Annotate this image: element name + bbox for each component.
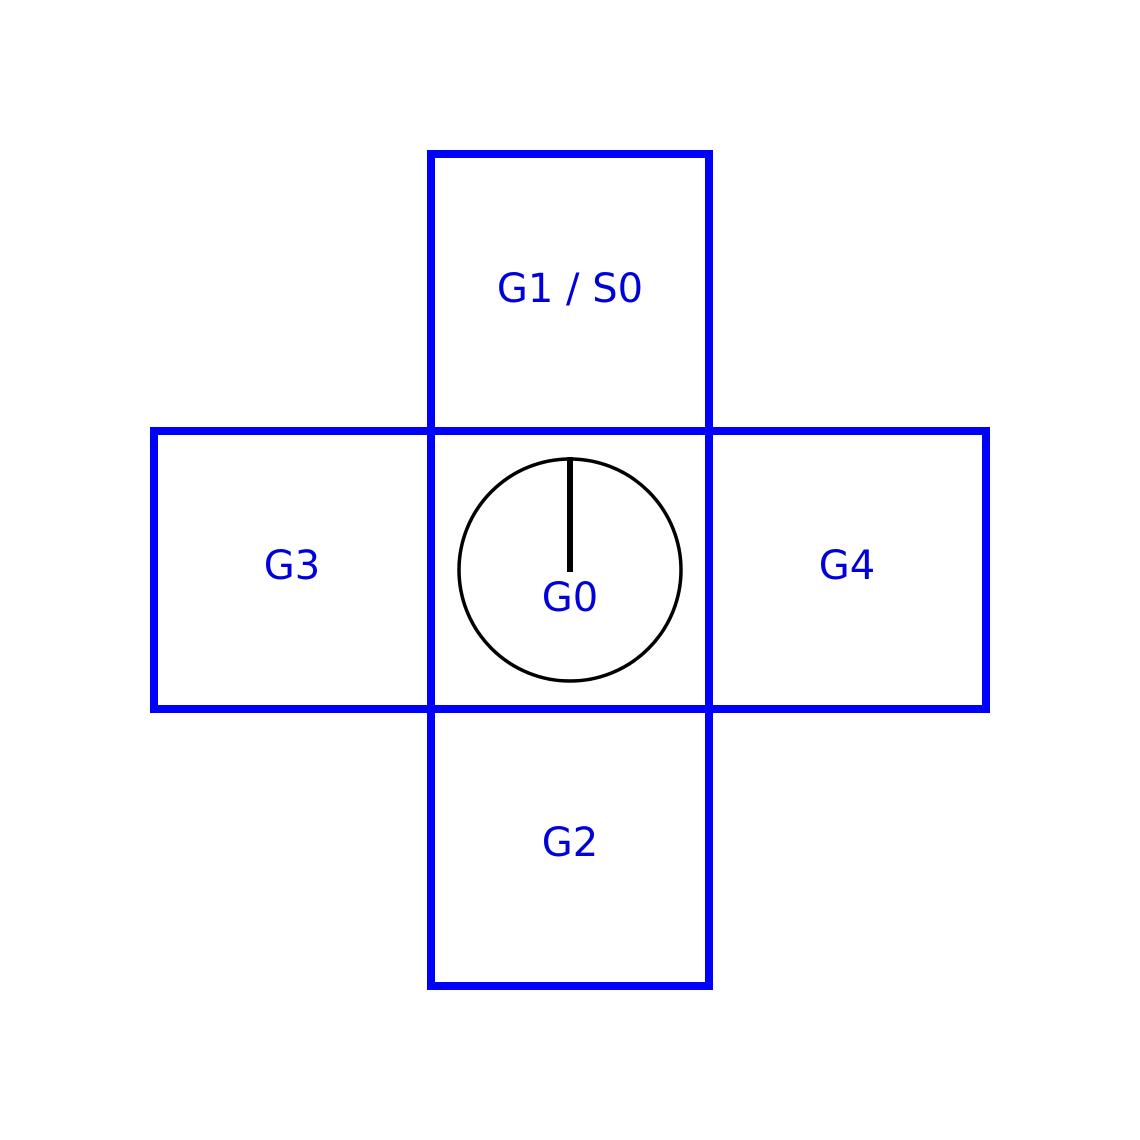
cell-bottom[interactable] [427, 705, 713, 990]
cell-center-label: G0 [542, 575, 598, 621]
agent [457, 457, 683, 683]
cell-right[interactable] [705, 427, 990, 713]
cell-labels: G1 / S0 G3 G0 G4 G2 [264, 266, 875, 866]
cell-right-label: G4 [819, 543, 875, 589]
cell-left-label: G3 [264, 543, 320, 589]
grid-cells [150, 150, 990, 990]
cell-bottom-label: G2 [542, 820, 598, 866]
cell-top-label: G1 / S0 [497, 266, 643, 312]
